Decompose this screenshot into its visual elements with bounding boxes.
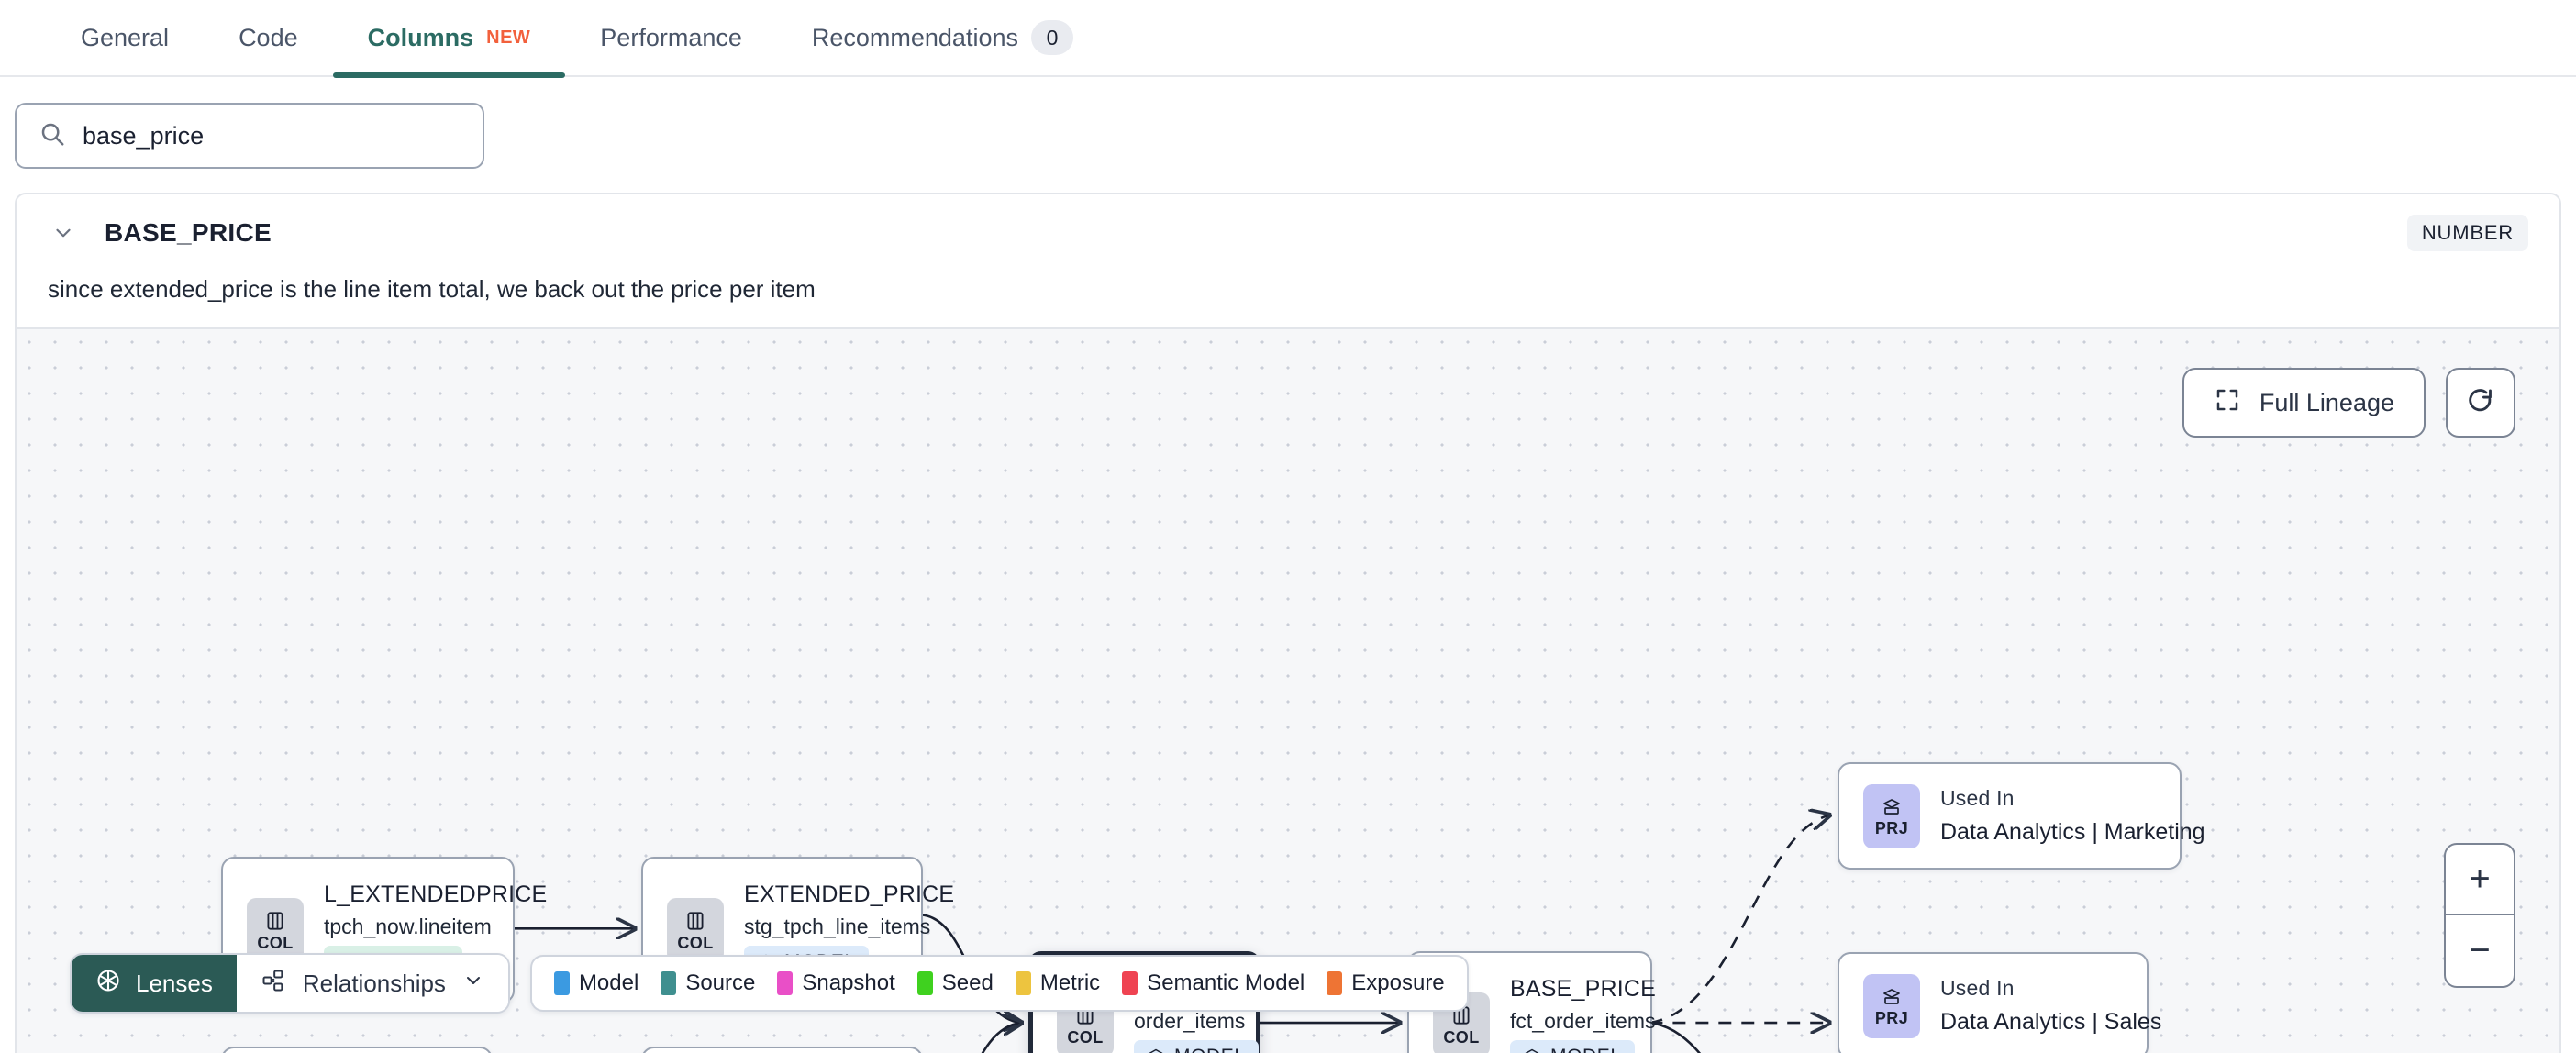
node-subtitle: stg_tpch_line_items [744,914,931,938]
node-title: Used In [1940,976,2015,1000]
lenses-button[interactable]: Lenses [72,955,237,1012]
tab-columns[interactable]: Columns NEW [332,0,566,78]
col-icon-label: COL [1067,1028,1104,1047]
legend-label: Metric [1039,970,1101,995]
col-icon: COL [667,898,724,962]
search-input[interactable]: base_price [15,103,484,169]
prj-icon-label: PRJ [1874,1008,1909,1027]
tab-label: Recommendations [811,23,1018,51]
legend-swatch [553,971,570,995]
aperture-icon [95,968,121,1000]
column-header: BASE_PRICE NUMBER [17,194,2559,260]
node-subtitle: tpch_now.lineitem [324,914,492,938]
tab-general[interactable]: General [46,0,204,76]
legend-label: Snapshot [802,970,895,995]
expand-icon [2214,386,2241,420]
legend-swatch [1015,971,1031,995]
search-area: base_price [0,77,2576,193]
lineage-canvas[interactable]: COL L_EXTENDEDPRICE tpch_now.lineitem SO… [17,327,2559,1053]
legend-label: Seed [941,970,994,995]
refresh-icon [2465,385,2496,421]
legend-item-model: Model [553,970,639,996]
tab-recommendations[interactable]: Recommendations 0 [777,0,1108,76]
lenses-label: Lenses [136,969,213,997]
node-tag-model: MODEL [1510,1040,1635,1053]
lineage-node-used-in-marketing[interactable]: PRJ Used In Data Analytics | Marketing [1838,762,2205,870]
node-tag-model: MODEL [1134,1040,1259,1053]
legend-swatch [777,971,794,995]
legend: Model Source Snapshot Seed Metric [529,955,1469,1012]
search-value: base_price [83,121,205,150]
legend-label: Model [578,970,639,995]
legend-swatch [1327,971,1343,995]
node-tag-label: MODEL [1550,1046,1622,1053]
col-icon-label: COL [257,934,294,952]
full-lineage-button[interactable]: Full Lineage [2182,368,2426,438]
legend-item-metric: Metric [1015,970,1101,996]
relationships-label: Relationships [302,969,446,997]
prj-icon: PRJ [1863,783,1920,848]
page-title: BASE_PRICE [105,218,272,247]
prj-icon: PRJ [1863,973,1920,1038]
search-icon [39,120,66,152]
zoom-controls: + − [2444,843,2515,988]
node-subtitle: order_items [1134,1009,1246,1033]
legend-item-exposure: Exposure [1327,970,1445,996]
column-type-badge: NUMBER [2406,215,2528,251]
col-icon: COL [247,898,304,962]
zoom-in-button[interactable]: + [2446,845,2514,915]
zoom-out-button[interactable]: − [2469,930,2491,970]
chevron-down-icon [462,970,484,998]
node-title: EXTENDED_PRICE [744,881,955,907]
tab-new-badge: NEW [486,27,531,48]
node-subtitle: fct_order_items [1510,1009,1656,1033]
legend-swatch [1122,971,1138,995]
node-tag-label: MODEL [1174,1046,1246,1053]
lineage-edges [514,329,2559,1053]
node-subtitle: Data Analytics | Sales [1940,1009,2162,1035]
legend-swatch [661,971,677,995]
lineage-node-l-quantity[interactable]: COL L_QUANTITY tpch_now.lineitem SOURCE [221,1047,493,1053]
legend-item-snapshot: Snapshot [777,970,895,996]
node-title: BASE_PRICE [1510,976,1657,1002]
prj-icon-label: PRJ [1874,818,1909,837]
legend-label: Exposure [1351,970,1445,995]
col-icon-label: COL [677,934,714,952]
tab-label: Code [239,23,298,51]
chevron-down-icon[interactable] [48,221,79,245]
column-card: BASE_PRICE NUMBER since extended_price i… [15,193,2561,1053]
legend-item-source: Source [661,970,755,996]
node-title: Used In [1940,786,2015,810]
legend-label: Source [685,970,756,995]
tab-label: General [81,23,170,51]
recommendations-count-badge: 0 [1031,20,1073,55]
legend-item-semantic-model: Semantic Model [1122,970,1305,996]
lenses-group: Lenses Relationships [70,953,510,1014]
full-lineage-label: Full Lineage [2259,388,2394,416]
lineage-node-quantity[interactable]: COL QUANTITY stg_tpch_line_items MODEL [641,1047,923,1053]
legend-label: Semantic Model [1147,970,1305,995]
canvas-bottom-bar: Lenses Relationships [70,953,1469,1014]
lineage-node-used-in-sales[interactable]: PRJ Used In Data Analytics | Sales [1838,952,2162,1053]
relationships-dropdown[interactable]: Relationships [236,955,508,1012]
legend-item-seed: Seed [916,970,994,996]
refresh-button[interactable] [2446,368,2515,438]
canvas-top-controls: Full Lineage [2182,368,2515,438]
hierarchy-icon [261,968,286,1000]
tab-label: Columns [367,23,474,51]
node-title: L_EXTENDEDPRICE [324,881,548,907]
tab-performance[interactable]: Performance [565,0,777,76]
legend-swatch [916,971,933,995]
tab-label: Performance [600,23,742,51]
col-icon-label: COL [1443,1028,1480,1047]
node-subtitle: Data Analytics | Marketing [1940,819,2205,845]
tab-bar: General Code Columns NEW Performance Rec… [0,0,2576,78]
column-description: since extended_price is the line item to… [48,275,816,303]
tab-code[interactable]: Code [204,0,333,76]
